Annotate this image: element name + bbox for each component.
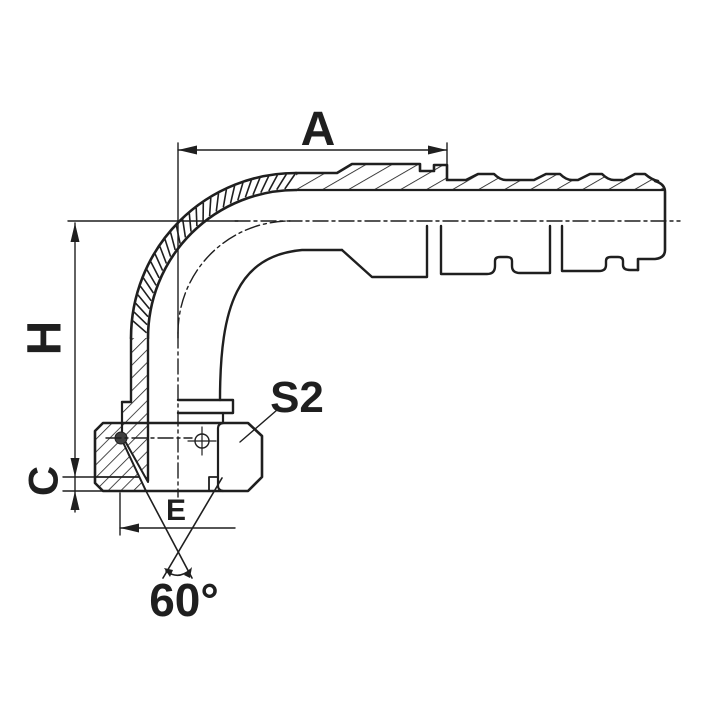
- nut-outline: [93, 421, 264, 493]
- center-mark: [187, 426, 217, 456]
- tube-collar: [176, 398, 235, 415]
- stem-top-profile: [294, 162, 660, 183]
- cone-angle-label: 60°: [149, 574, 219, 626]
- dim-h-arrow-top: [70, 223, 80, 242]
- dim-e-arrow: [120, 523, 139, 533]
- centerlines: [105, 220, 681, 498]
- nut-counterbore-face: [94, 476, 219, 492]
- center-mark-cross: [187, 426, 217, 456]
- dim-c-arrow-bottom: [70, 491, 80, 510]
- dim-h-arrow-bottom: [70, 458, 80, 477]
- stem-lower-barbs: [340, 224, 640, 279]
- elbow-bore-outer-arc: [146, 188, 298, 340]
- dimension-c: C: [20, 466, 104, 510]
- dim-h-label: H: [19, 321, 72, 356]
- elbow-bore-inner-curve: [218, 248, 344, 402]
- dimension-a: A: [177, 103, 448, 339]
- tube-flange-edge: [120, 336, 133, 404]
- stem-wall-hatch: [296, 164, 664, 190]
- dim-a-label: A: [301, 103, 336, 156]
- angle-arc-arrow-right: [184, 567, 192, 578]
- stem-end-cap: [636, 179, 667, 272]
- wrench-size-callout: S2: [239, 373, 324, 443]
- dim-e-label: E: [166, 494, 186, 527]
- angle-arc-arrow-left: [164, 568, 173, 577]
- flare-tube-edge: [124, 440, 149, 483]
- s2-leader-line: [239, 409, 278, 443]
- elbow-bend-hatch: [132, 173, 296, 334]
- swivel-nut: [93, 336, 264, 493]
- dimension-e: E: [119, 492, 236, 536]
- section-hatch-fills: [95, 164, 664, 491]
- dimension-h: H: [19, 220, 239, 513]
- flare-seat-left: [120, 437, 147, 492]
- dim-a-arrow-left: [178, 145, 197, 155]
- nut-section-hatch: [95, 423, 146, 491]
- bend-centerline-arc: [177, 220, 291, 334]
- s2-label: S2: [270, 373, 324, 422]
- hose-stem: [294, 162, 667, 279]
- dim-a-arrow-right: [428, 145, 447, 155]
- elbow-body: [129, 171, 344, 402]
- dim-c-label: C: [20, 466, 67, 496]
- cone-line-left: [145, 490, 193, 579]
